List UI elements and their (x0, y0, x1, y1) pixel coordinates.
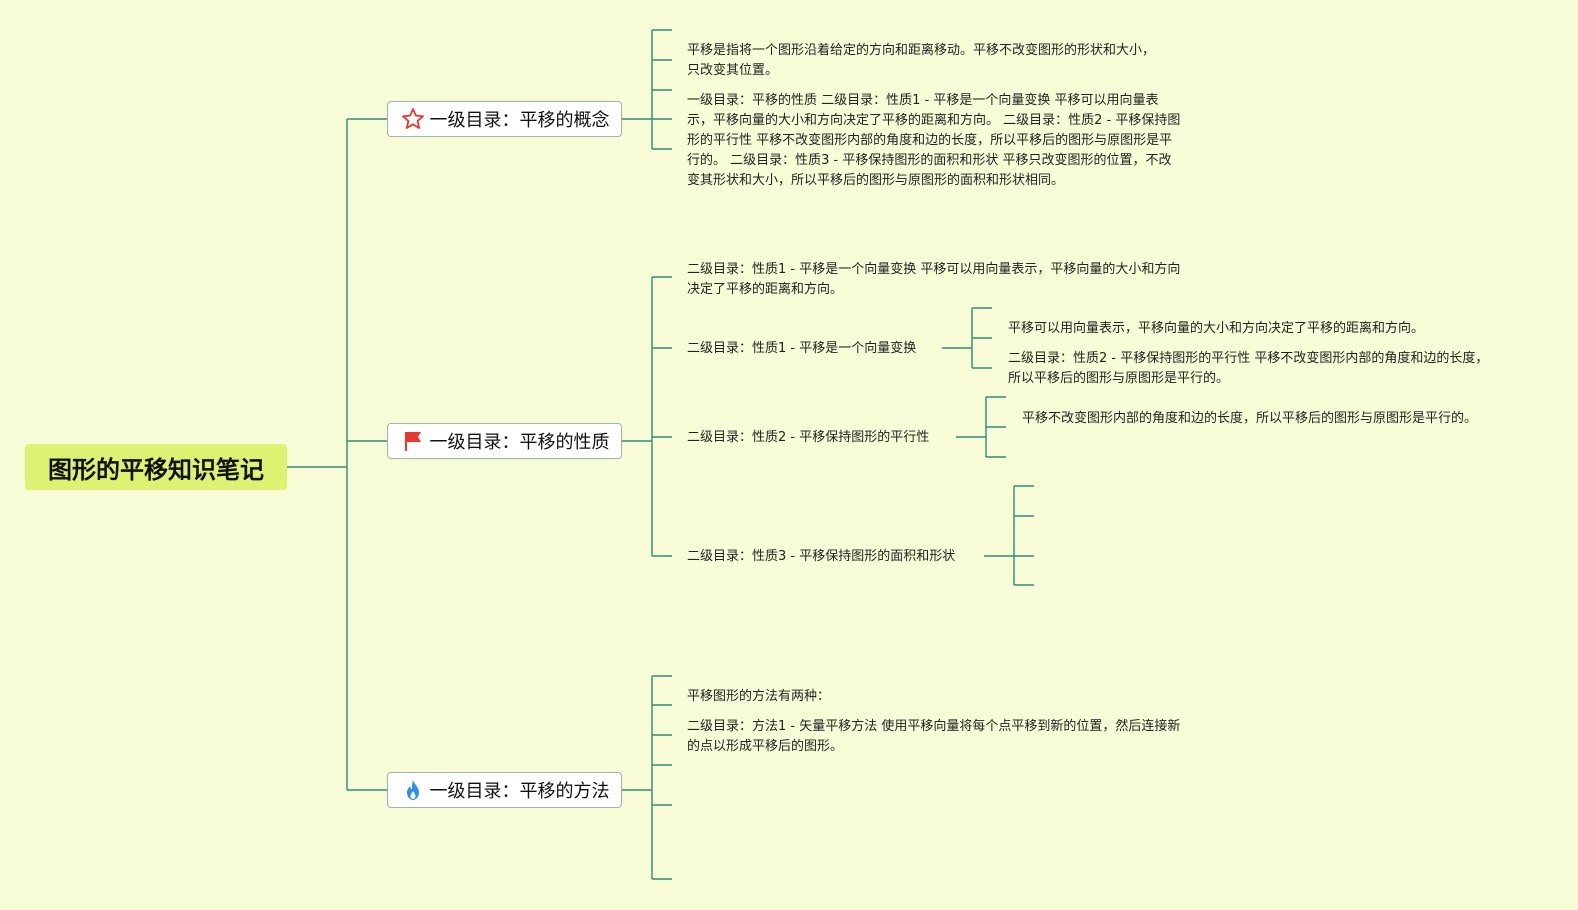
topic-properties[interactable]: 一级目录：平移的性质 (387, 423, 622, 459)
topic-label: 一级目录：平移的方法 (429, 781, 610, 802)
red-flag-icon (400, 428, 426, 454)
methods-item-2: 二级目录：方法1 - 矢量平移方法 使用平移向量将每个点平移到新的位置，然后连接… (687, 719, 1181, 754)
properties-item-1: 二级目录：性质1 - 平移是一个向量变换 平移可以用向量表示，平移向量的大小和方… (687, 262, 1181, 297)
topic-label: 一级目录：平移的概念 (429, 110, 610, 131)
properties-item-4: 二级目录：性质3 - 平移保持图形的面积和形状 (687, 549, 956, 564)
concept-item-2: 一级目录：平移的性质 二级目录：性质1 - 平移是一个向量变换 平移可以用向量表… (687, 93, 1181, 188)
topic-methods[interactable]: 一级目录：平移的方法 (387, 772, 622, 808)
vector-detail-1: 平移可以用向量表示，平移向量的大小和方向决定了平移的距离和方向。 (1008, 321, 1425, 336)
root-title: 图形的平移知识笔记 (48, 455, 264, 484)
properties-item-3: 二级目录：性质2 - 平移保持图形的平行性 (687, 430, 930, 445)
concept-item-1: 平移是指将一个图形沿着给定的方向和距离移动。平移不改变图形的形状和大小，只改变其… (687, 43, 1156, 78)
methods-item-1: 平移图形的方法有两种： (687, 689, 831, 704)
topic-concept[interactable]: 一级目录：平移的概念 (387, 101, 622, 137)
topic-label: 一级目录：平移的性质 (429, 432, 610, 453)
flame-icon (400, 777, 426, 803)
parallel-detail-1: 平移不改变图形内部的角度和边的长度，所以平移后的图形与原图形是平行的。 (1022, 411, 1478, 426)
star-icon (400, 106, 426, 132)
root-node[interactable]: 图形的平移知识笔记 (25, 444, 287, 490)
properties-item-2: 二级目录：性质1 - 平移是一个向量变换 (687, 341, 917, 356)
vector-detail-2: 二级目录：性质2 - 平移保持图形的平行性 平移不改变图形内部的角度和边的长度，… (1008, 351, 1489, 386)
